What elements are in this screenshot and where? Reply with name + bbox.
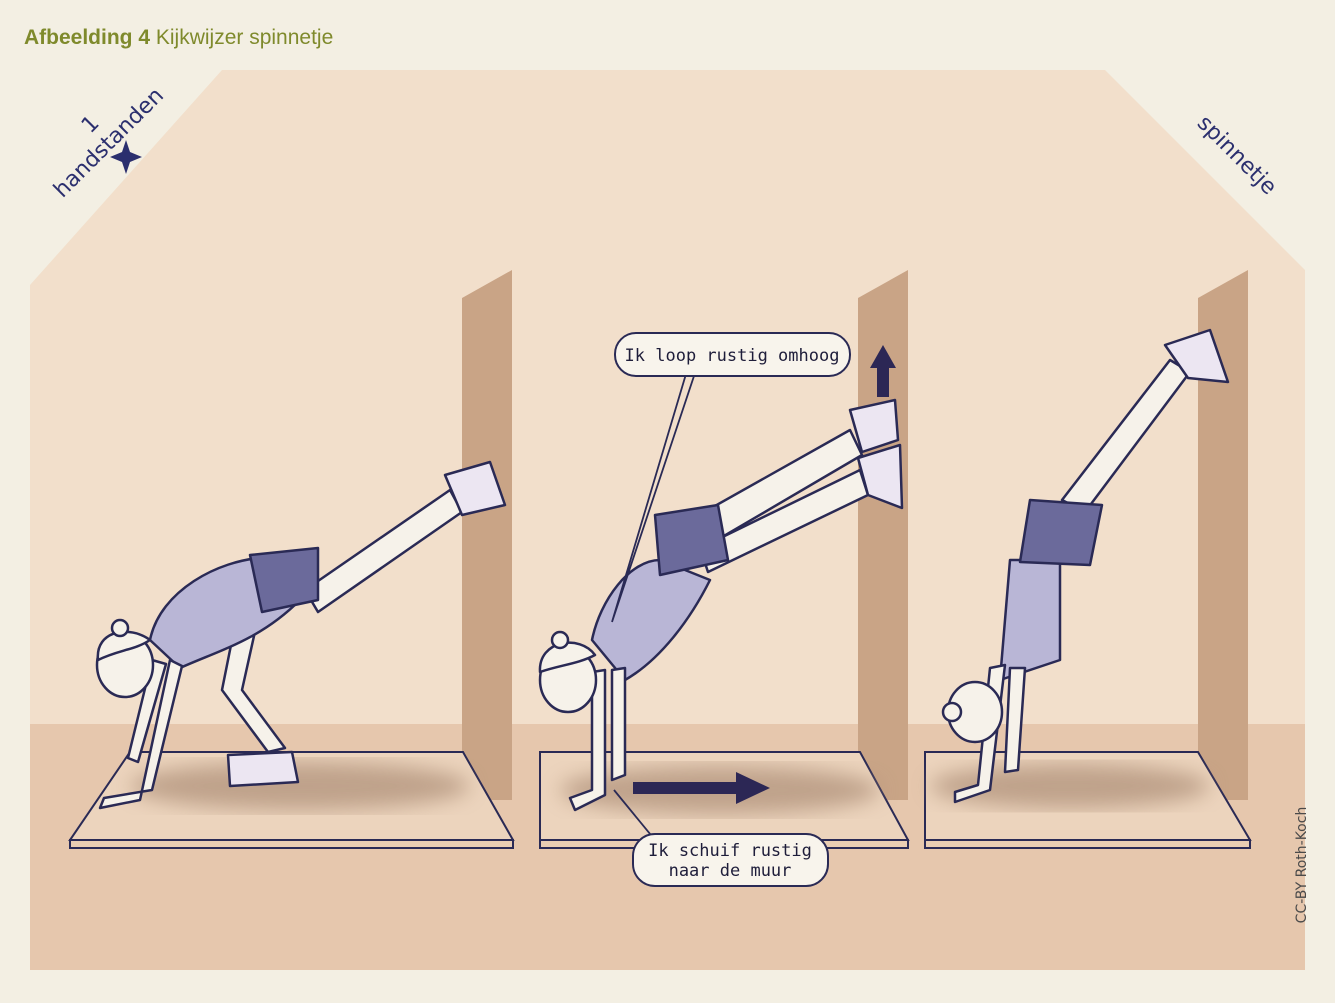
bubble-top-text: Ik loop rustig omhoog — [625, 346, 840, 366]
bubble-bottom-line2: naar de muur — [669, 861, 792, 881]
mat-3 — [925, 752, 1250, 848]
credit-text: CC-BY Roth-Koch — [1294, 807, 1310, 924]
bubble-bottom-line1: Ik schuif rustig — [648, 841, 812, 861]
credit-label: CC-BY Roth-Koch — [1294, 807, 1310, 924]
